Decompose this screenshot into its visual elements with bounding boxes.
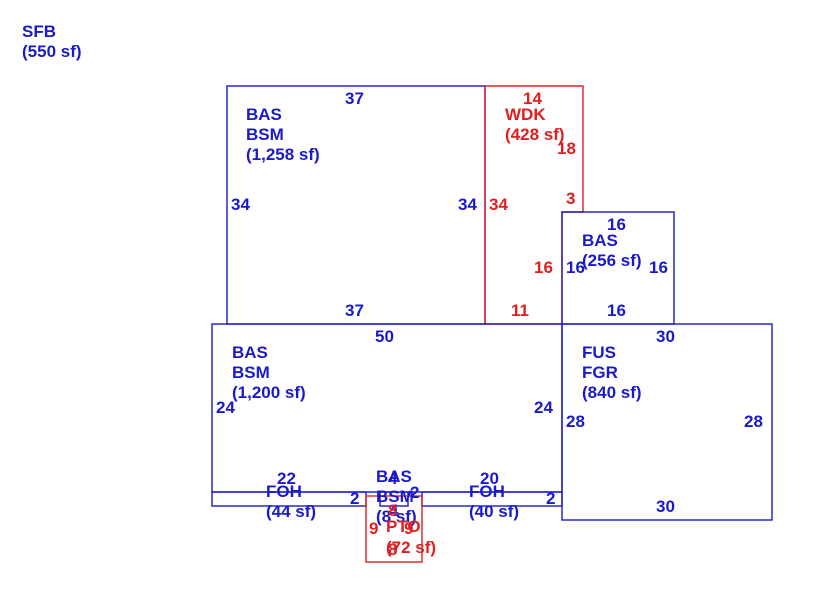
deck-inner-dim: 16 xyxy=(534,258,553,277)
garage-left-dim: 28 xyxy=(566,412,585,431)
patio-left-dim: 9 xyxy=(369,519,378,538)
deck-right-upper-dim: 18 xyxy=(557,139,576,158)
garage-bottom-dim: 30 xyxy=(656,497,675,516)
garage-label-2: FGR xyxy=(582,363,618,382)
foh-left-side-dim: 2 xyxy=(350,489,359,508)
upper-bottom-dim: 37 xyxy=(345,301,364,320)
tiny-bottom-dim: 4 xyxy=(389,501,399,520)
foh-right-top-dim: 20 xyxy=(480,469,499,488)
deck-bottom-dim: 11 xyxy=(511,301,529,320)
add-right-dim: 16 xyxy=(649,258,668,277)
foh-left-label: FOH xyxy=(266,482,302,501)
upper-top-dim: 37 xyxy=(345,89,364,108)
deck-left-dim: 34 xyxy=(489,195,508,214)
lower-right-dim: 24 xyxy=(534,398,553,417)
deck-step-dim: 3 xyxy=(566,189,575,208)
lower-main-area: (1,200 sf) xyxy=(232,383,306,402)
add-top-dim: 16 xyxy=(607,215,626,234)
upper-main-label-1: BAS xyxy=(246,105,282,124)
add-left-dim: 16 xyxy=(566,258,585,277)
garage-area: (840 sf) xyxy=(582,383,642,402)
upper-left-dim: 34 xyxy=(231,195,250,214)
add-bottom-dim: 16 xyxy=(607,301,626,320)
patio-bottom-dim: 8 xyxy=(388,540,397,559)
patio-top-dim: 8 xyxy=(388,501,397,520)
garage-top-dim: 30 xyxy=(656,327,675,346)
deck-area: (428 sf) xyxy=(505,125,565,144)
deck-label: WDK xyxy=(505,105,546,124)
deck-top-dim: 14 xyxy=(523,89,542,108)
tiny-bas-outline xyxy=(379,491,409,507)
patio-right-dim: 9 xyxy=(404,519,413,538)
foh-right-label: FOH xyxy=(469,482,505,501)
tiny-bas-label-2: BSM xyxy=(376,487,414,506)
tiny-bas-area: (8 sf) xyxy=(376,507,417,526)
lower-top-dim: 50 xyxy=(375,327,394,346)
foh-left-top-dim: 22 xyxy=(277,469,296,488)
lower-main-label-2: BSM xyxy=(232,363,270,382)
garage-outline xyxy=(561,323,773,521)
summary-code: SFB xyxy=(22,22,56,41)
lower-left-dim: 24 xyxy=(216,398,235,417)
garage-label-1: FUS xyxy=(582,343,616,362)
lower-main-label-1: BAS xyxy=(232,343,268,362)
garage-right-dim: 28 xyxy=(744,412,763,431)
patio-outline xyxy=(365,495,423,563)
patio-label: PTO xyxy=(386,517,421,536)
summary-area: (550 sf) xyxy=(22,42,82,61)
foh-right-area: (40 sf) xyxy=(469,502,519,521)
upper-main-area: (1,258 sf) xyxy=(246,145,320,164)
tiny-bas-label-1: BAS xyxy=(376,467,412,486)
upper-main-label-2: BSM xyxy=(246,125,284,144)
tiny-side-dim: 2 xyxy=(410,483,419,502)
upper-right-dim: 34 xyxy=(458,195,477,214)
patio-area: (72 sf) xyxy=(386,538,436,557)
foh-left-area: (44 sf) xyxy=(266,502,316,521)
add-area: (256 sf) xyxy=(582,251,642,270)
add-label: BAS xyxy=(582,231,618,250)
tiny-top-dim: 4 xyxy=(388,469,398,488)
foh-right-side-dim: 2 xyxy=(546,489,555,508)
